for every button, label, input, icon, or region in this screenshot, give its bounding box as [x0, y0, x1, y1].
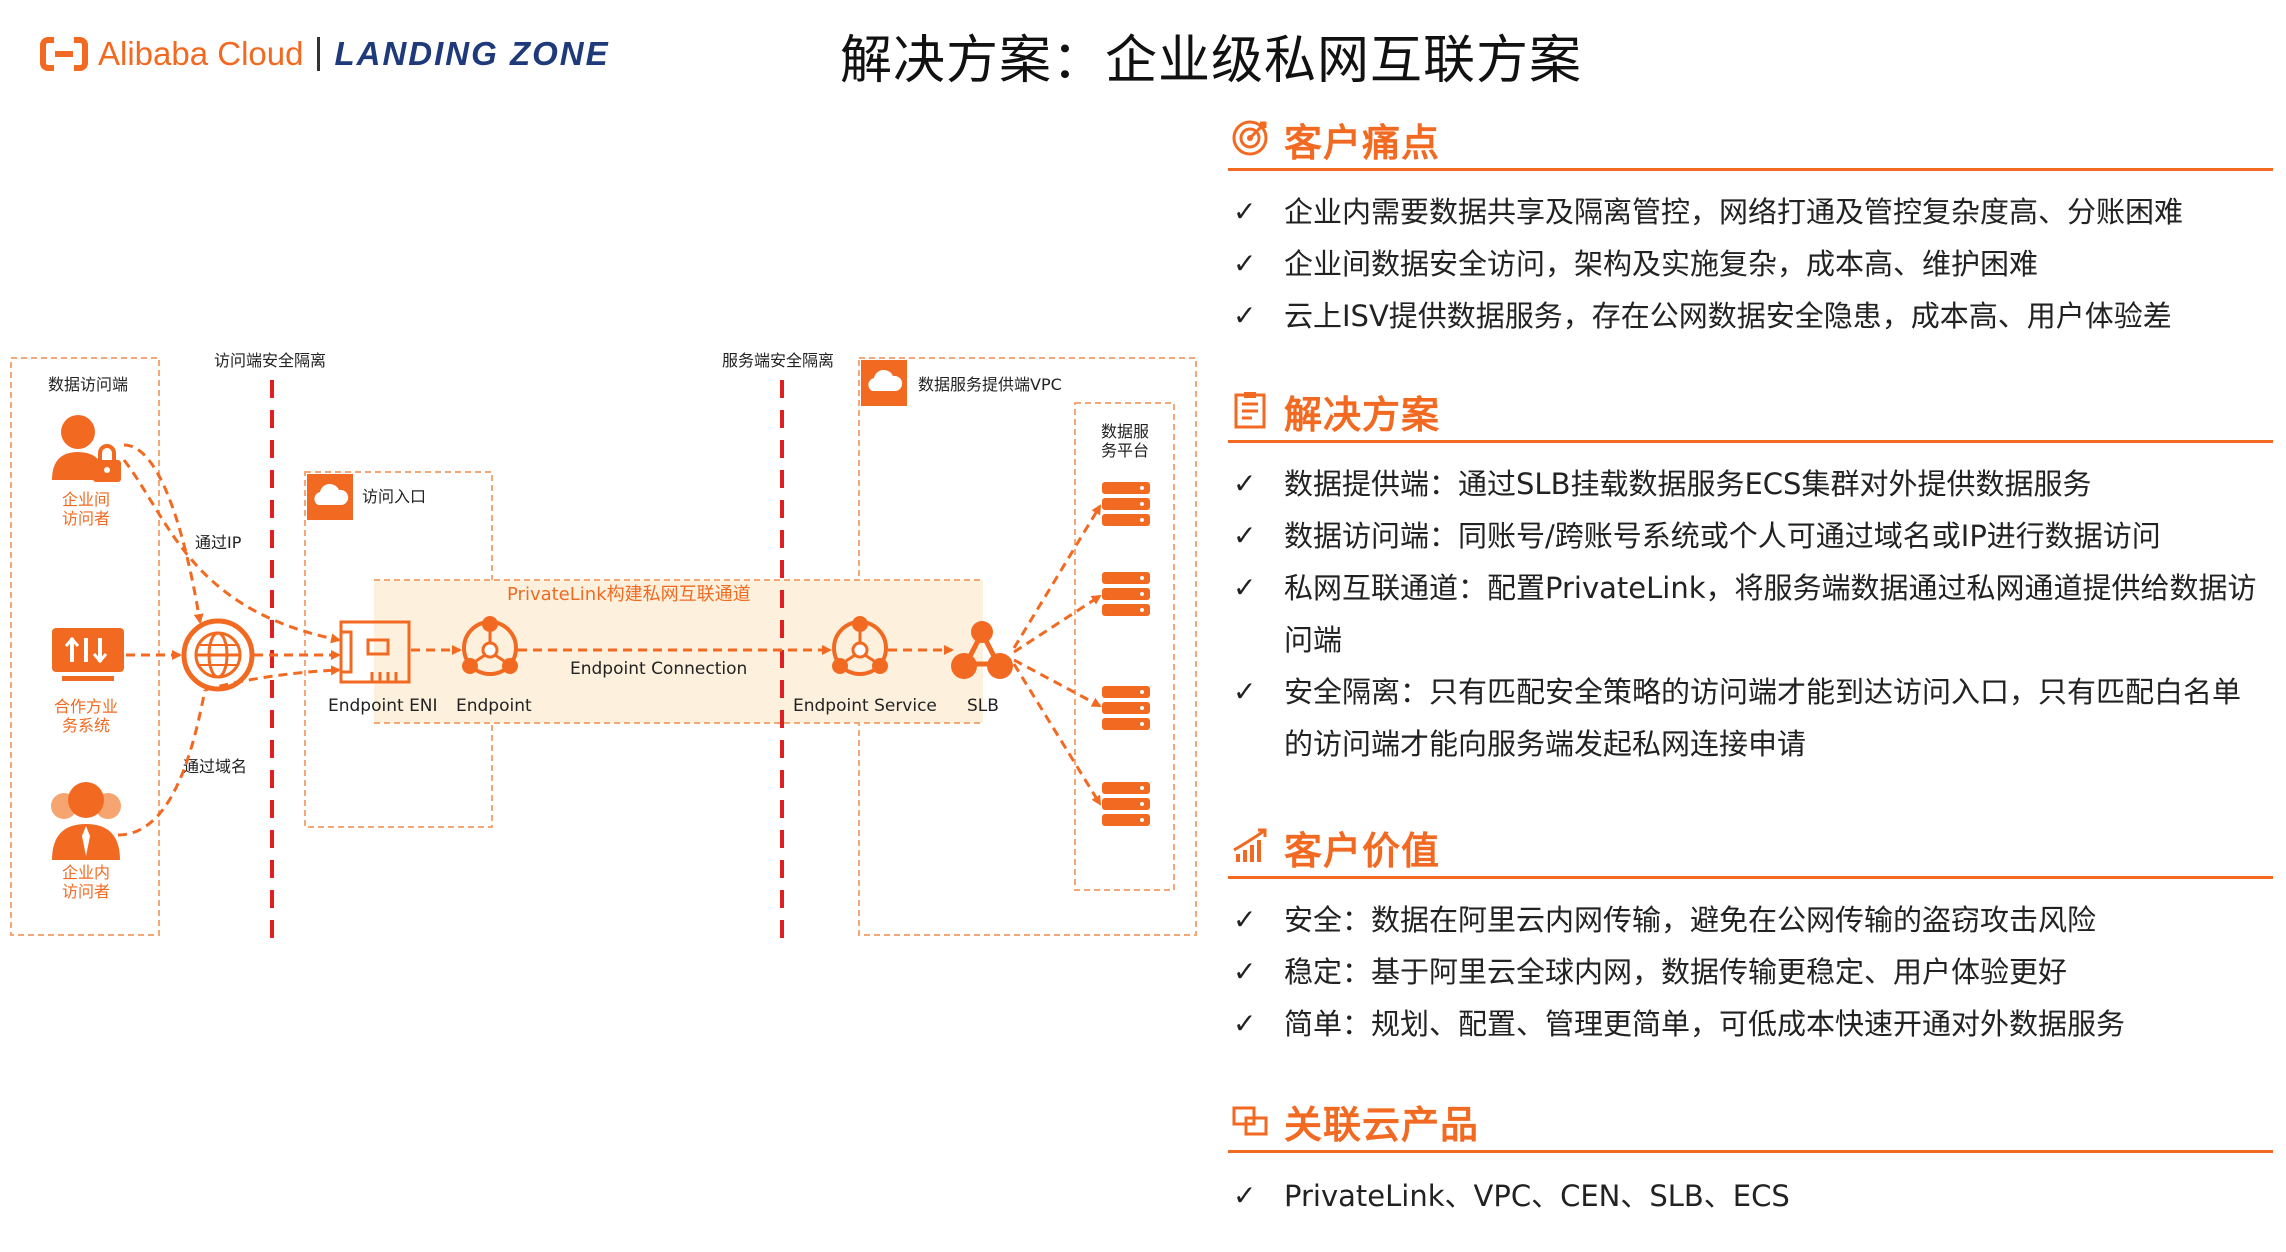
endpoint-eni-icon [339, 620, 411, 684]
platform-box [1074, 402, 1175, 891]
check-icon: ✓ [1233, 903, 1257, 936]
flow-connectors [117, 443, 1102, 837]
list-item-text: 简单：规划、配置、管理更简单，可低成本快速开通对外数据服务 [1284, 1007, 2126, 1041]
check-icon: ✓ [1233, 675, 1257, 708]
check-icon: ✓ [1233, 467, 1257, 500]
check-icon: ✓ [1233, 1007, 1257, 1040]
landing-zone-logo: LANDING ZONE [334, 35, 610, 72]
endpoint-eni-label: Endpoint ENI [328, 696, 438, 716]
section-title: 客户价值 [1284, 829, 1441, 873]
list-item-text: 安全：数据在阿里云内网传输，避免在公网传输的盗窃攻击风险 [1284, 903, 2097, 937]
endpoint-label: Endpoint [456, 696, 532, 716]
list-item-text: PrivateLink、VPC、CEN、SLB、ECS [1284, 1179, 1790, 1213]
via-ip-label: 通过IP [195, 533, 242, 552]
server-icon-4 [1102, 782, 1150, 826]
linked-products-icon [1232, 1106, 1268, 1136]
list-item-text: 私网互联通道：配置PrivateLink，将服务端数据通过私网通道提供给数据访问… [1284, 571, 2257, 657]
section-underline [1228, 168, 2273, 171]
logo-divider [317, 37, 321, 71]
section-title: 客户痛点 [1284, 121, 1441, 165]
server-icon-2 [1102, 572, 1150, 616]
section-underline [1228, 440, 2273, 443]
slb-label: SLB [967, 696, 999, 716]
list-item-text: 数据访问端：同账号/跨账号系统或个人可通过域名或IP进行数据访问 [1284, 519, 2161, 553]
check-icon: ✓ [1233, 299, 1257, 332]
check-icon: ✓ [1233, 571, 1257, 604]
page-title: 解决方案：企业级私网互联方案 [840, 31, 1583, 91]
entry-box-title: 访问入口 [362, 487, 426, 506]
server-icon-3 [1102, 686, 1150, 730]
service-isolation-label: 服务端安全隔离 [722, 351, 834, 370]
visitor-box-title: 数据访问端 [48, 375, 128, 394]
visitor-partner-label: 合作方业务系统 [54, 697, 118, 735]
check-icon: ✓ [1233, 519, 1257, 552]
connector-visitor3-to-globe [117, 689, 207, 837]
visitor-box [10, 357, 160, 936]
via-domain-label: 通过域名 [183, 757, 247, 776]
connector-slb-to-server2 [1013, 594, 1102, 654]
check-icon: ✓ [1233, 247, 1257, 280]
privatelink-band-label: PrivateLink构建私网互联通道 [507, 584, 751, 605]
entry-cloud-icon [307, 474, 353, 520]
list-item-text: 云上ISV提供数据服务，存在公网数据安全隐患，成本高、用户体验差 [1284, 299, 2172, 333]
enterprise-inner-visitor-icon [51, 782, 121, 860]
alibaba-cloud-logo-icon [40, 37, 88, 71]
server-icon-1 [1102, 482, 1150, 526]
list-item-text: 企业内需要数据共享及隔离管控，网络打通及管控复杂度高、分账困难 [1284, 195, 2184, 229]
section-title: 关联云产品 [1284, 1103, 1480, 1147]
visitor-enterprise-between-label: 企业间访问者 [62, 490, 110, 528]
platform-title: 数据服务平台 [1101, 422, 1149, 460]
section-pain-points-header: 客户痛点 [1228, 112, 2273, 171]
info-panel: 客户痛点 ✓ 企业内需要数据共享及隔离管控，网络打通及管控复杂度高、分账困难 ✓ 企… [1228, 112, 2273, 1242]
growth-chart-icon [1233, 828, 1267, 862]
connector-slb-to-server4 [1012, 663, 1102, 806]
internet-globe-icon [181, 618, 255, 692]
connector-slb-to-server1 [1012, 504, 1102, 649]
check-icon: ✓ [1233, 1179, 1257, 1212]
alibaba-cloud-logo: Alibaba Cloud LANDING ZONE [40, 30, 610, 78]
endpoint-icon [462, 616, 518, 676]
logo-text: Alibaba Cloud [98, 35, 304, 72]
section-value-header: 客户价值 [1228, 820, 2273, 879]
slb-icon [951, 621, 1013, 679]
connector-visitor1-to-globe [123, 443, 204, 624]
visitor-enterprise-inner-label: 企业内访问者 [62, 863, 110, 901]
enterprise-between-visitor-icon [52, 415, 121, 482]
list-item-text: 稳定：基于阿里云全球内网，数据传输更稳定、用户体验更好 [1284, 955, 2068, 989]
section-related-products-header: 关联云产品 [1228, 1094, 2273, 1153]
connector-visitor1-to-eni [122, 459, 341, 644]
section-title: 解决方案 [1284, 393, 1441, 437]
vpc-title: 数据服务提供端VPC [918, 375, 1062, 394]
section-underline [1228, 876, 2273, 879]
document-icon [1234, 392, 1266, 429]
partner-system-icon [52, 628, 124, 681]
list-item-text: 安全隔离：只有匹配安全策略的访问端才能到达访问入口，只有匹配白名单的访问端才能向… [1284, 675, 2242, 761]
privatelink-band [374, 580, 983, 723]
vpc-box [858, 357, 1197, 936]
check-icon: ✓ [1233, 195, 1257, 228]
endpoint-connection-label: Endpoint Connection [570, 659, 747, 679]
access-isolation-label: 访问端安全隔离 [214, 351, 326, 370]
target-icon [1232, 120, 1268, 156]
list-item-text: 数据提供端：通过SLB挂载数据服务ECS集群对外提供数据服务 [1284, 467, 2092, 501]
list-item-text: 企业间数据安全访问，架构及实施复杂，成本高、维护困难 [1284, 247, 2039, 281]
endpoint-service-label: Endpoint Service [793, 696, 937, 716]
architecture-diagram: 访问端安全隔离 服务端安全隔离 数据访问端 访问入口 数据服务提供端VPC Pr… [10, 351, 1197, 950]
connector-slb-to-server3 [1013, 658, 1102, 708]
section-underline [1228, 1150, 2273, 1153]
section-solution-header: 解决方案 [1228, 384, 2273, 443]
vpc-cloud-icon [861, 360, 907, 406]
connector-visitor3-to-eni [204, 665, 341, 692]
check-icon: ✓ [1233, 955, 1257, 988]
endpoint-service-icon [832, 616, 888, 676]
